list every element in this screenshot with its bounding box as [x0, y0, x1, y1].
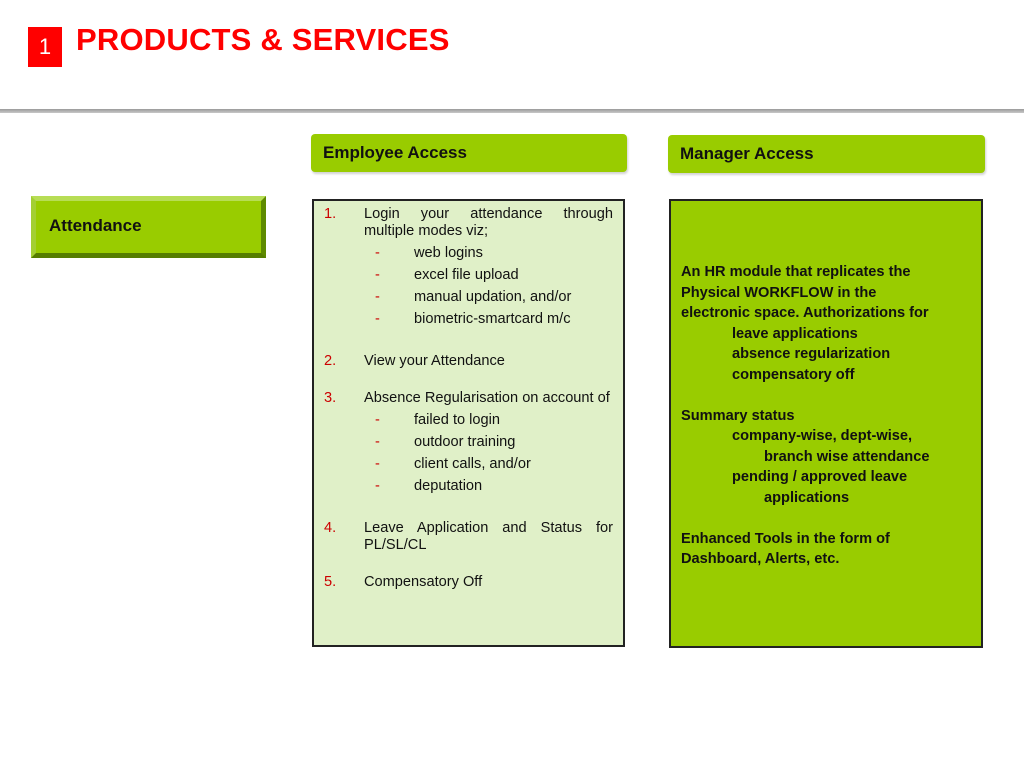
item-number: 3.	[324, 390, 337, 406]
dash-bullet: -	[375, 267, 380, 283]
sub-item: -excel file upload	[364, 267, 613, 284]
employee-item-2: 2. View your Attendance	[324, 353, 613, 370]
manager-intro-line: electronic space. Authorizations for	[681, 305, 929, 321]
item-number: 1.	[324, 206, 337, 222]
slide-title: PRODUCTS & SERVICES	[76, 22, 450, 57]
item-text: Compensatory Off	[364, 574, 483, 590]
summary-item-continued: applications	[764, 489, 850, 506]
employee-access-header: Employee Access	[311, 134, 627, 172]
summary-item-continued: branch wise attendance	[764, 448, 930, 465]
enhanced-tools-line: Dashboard, Alerts, etc.	[681, 551, 840, 567]
employee-item-4: 4. Leave Application and Status for PL/S…	[324, 520, 613, 554]
manager-intro-line: Physical WORKFLOW in the	[681, 284, 877, 301]
sub-item: -biometric-smartcard m/c	[364, 311, 613, 328]
enhanced-tools-line: Enhanced Tools in the form of	[681, 530, 890, 547]
sub-item: -manual updation, and/or	[364, 289, 613, 306]
item-text: View your Attendance	[364, 353, 505, 369]
manager-intro-line: An HR module that replicates the	[681, 264, 911, 280]
dash-bullet: -	[375, 478, 380, 494]
dash-bullet: -	[375, 311, 380, 327]
sub-item: -web logins	[364, 245, 613, 262]
sub-item: -client calls, and/or	[364, 456, 613, 473]
employee-access-panel: 1. Login your attendance through multipl…	[312, 199, 625, 647]
authorization-item: absence regularization	[732, 346, 891, 362]
sub-item: -failed to login	[364, 412, 613, 429]
sub-list: -web logins -excel file upload -manual u…	[364, 245, 613, 328]
authorization-item: leave applications	[732, 325, 858, 342]
slide-number-badge: 1	[28, 27, 62, 67]
summary-item: company-wise, dept-wise,	[732, 428, 913, 444]
item-number: 5.	[324, 574, 337, 590]
item-text: Login your attendance through multiple m…	[364, 206, 613, 239]
header-divider	[0, 109, 1024, 113]
dash-bullet: -	[375, 289, 380, 305]
sub-item: -outdoor training	[364, 434, 613, 451]
employee-item-1: 1. Login your attendance through multipl…	[324, 206, 613, 333]
authorization-item: compensatory off	[732, 366, 855, 383]
sub-item: -deputation	[364, 478, 613, 495]
sub-list: -failed to login -outdoor training -clie…	[364, 412, 613, 495]
employee-item-3: 3. Absence Regularisation on account of …	[324, 390, 613, 500]
attendance-label: Attendance	[36, 201, 261, 253]
dash-bullet: -	[375, 456, 380, 472]
dash-bullet: -	[375, 412, 380, 428]
item-text: Leave Application and Status for PL/SL/C…	[364, 520, 613, 553]
manager-access-panel: An HR module that replicates the Physica…	[669, 199, 983, 648]
item-number: 4.	[324, 520, 337, 536]
employee-item-5: 5. Compensatory Off	[324, 574, 613, 591]
dash-bullet: -	[375, 245, 380, 261]
item-text: Absence Regularisation on account of	[364, 390, 610, 406]
attendance-category-box: Attendance	[31, 196, 266, 258]
summary-status-heading: Summary status	[681, 407, 795, 424]
dash-bullet: -	[375, 434, 380, 450]
manager-access-header: Manager Access	[668, 135, 985, 173]
item-number: 2.	[324, 353, 337, 369]
summary-item: pending / approved leave	[732, 469, 908, 485]
